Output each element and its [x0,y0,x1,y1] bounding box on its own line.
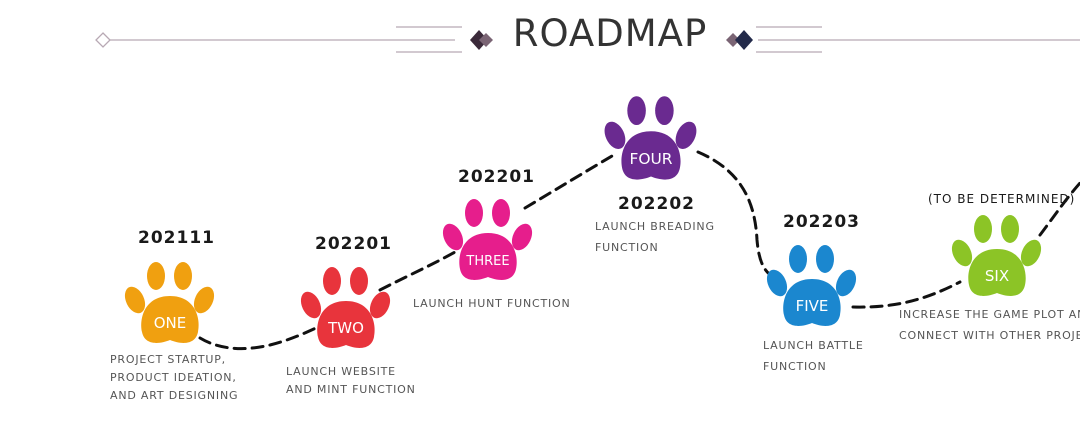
paw-toe [193,286,215,314]
paw-label: FOUR [629,150,672,168]
description-line: LAUNCH BATTLE [763,339,864,352]
description-line: INCREASE THE GAME PLOT AND [899,308,1080,321]
paw-pad [621,131,681,180]
paw-toe [511,223,533,251]
roadmap-dashed-path [198,150,1080,351]
paw-pad [459,233,517,280]
description-line: FUNCTION [763,360,827,373]
diamond-ornament-right-icon [726,30,753,50]
paw-toe [816,245,834,273]
page-title: ROADMAP [512,12,708,55]
paw-toe [835,269,857,297]
step-two-description: LAUNCH WEBSITE AND MINT FUNCTION [286,363,416,399]
paw-toe [627,96,646,126]
paw-label: THREE [465,254,509,269]
paw-pad [783,279,841,326]
paw-one-icon: ONE [124,262,215,343]
paw-pad [141,296,199,343]
paw-five-icon: FIVE [766,245,857,326]
paw-toe [124,286,146,314]
small-diamond-icon [95,32,111,48]
description-line: LAUNCH BREADING [595,220,715,233]
paw-toe [323,267,341,295]
paw-pad [317,301,375,348]
step-six-date: (TO BE DETERMINED) [928,192,1076,206]
description-line: PROJECT STARTUP, [110,353,226,366]
paw-toe [350,267,368,295]
paw-toe [655,96,674,126]
paw-six-icon: SIX [951,215,1042,296]
diamond-ornament-left-icon [470,30,493,50]
paw-toe [1020,239,1042,267]
step-two-date: 202201 [315,234,392,254]
step-three-description: LAUNCH HUNT FUNCTION [413,295,571,313]
paw-toe [951,239,973,267]
paw-group: ONE TWO THREE FOUR FIVE SIX [124,96,1042,348]
paw-label: SIX [985,267,1009,285]
header-decoration [95,26,1080,53]
paw-toe [766,269,788,297]
paw-toe [300,291,322,319]
paw-toe [369,291,391,319]
step-four-date: 202202 [618,194,695,214]
paw-toe [442,223,464,251]
step-four-description: LAUNCH BREADING FUNCTION [595,218,715,257]
paw-three-icon: THREE [442,199,533,280]
header-line-right [756,26,1080,53]
step-five-description: LAUNCH BATTLE FUNCTION [763,337,864,376]
step-one-date: 202111 [138,228,215,248]
header-line-left [110,26,462,53]
description-line: FUNCTION [595,241,659,254]
paw-pad [968,249,1026,296]
paw-toe [147,262,165,290]
paw-label: ONE [154,314,187,332]
paw-toe [789,245,807,273]
step-six-description: INCREASE THE GAME PLOT AND CONNECT WITH … [899,306,1080,345]
description-line: LAUNCH WEBSITE [286,365,396,378]
description-line: PRODUCT IDEATION, [110,371,237,384]
paw-toe [1001,215,1019,243]
paw-four-icon: FOUR [604,96,697,180]
paw-toe [465,199,483,227]
paw-toe [174,262,192,290]
description-line: AND ART DESIGNING [110,389,239,402]
paw-toe [974,215,992,243]
paw-label: TWO [327,319,364,337]
paw-two-icon: TWO [300,267,391,348]
paw-toe [492,199,510,227]
paw-toe [675,121,697,149]
paw-toe [604,121,626,149]
paw-label: FIVE [796,297,829,315]
step-three-date: 202201 [458,167,535,187]
step-five-date: 202203 [783,212,860,232]
description-line: AND MINT FUNCTION [286,383,416,396]
step-one-description: PROJECT STARTUP, PRODUCT IDEATION, AND A… [110,351,238,405]
description-line: LAUNCH HUNT FUNCTION [413,297,571,310]
